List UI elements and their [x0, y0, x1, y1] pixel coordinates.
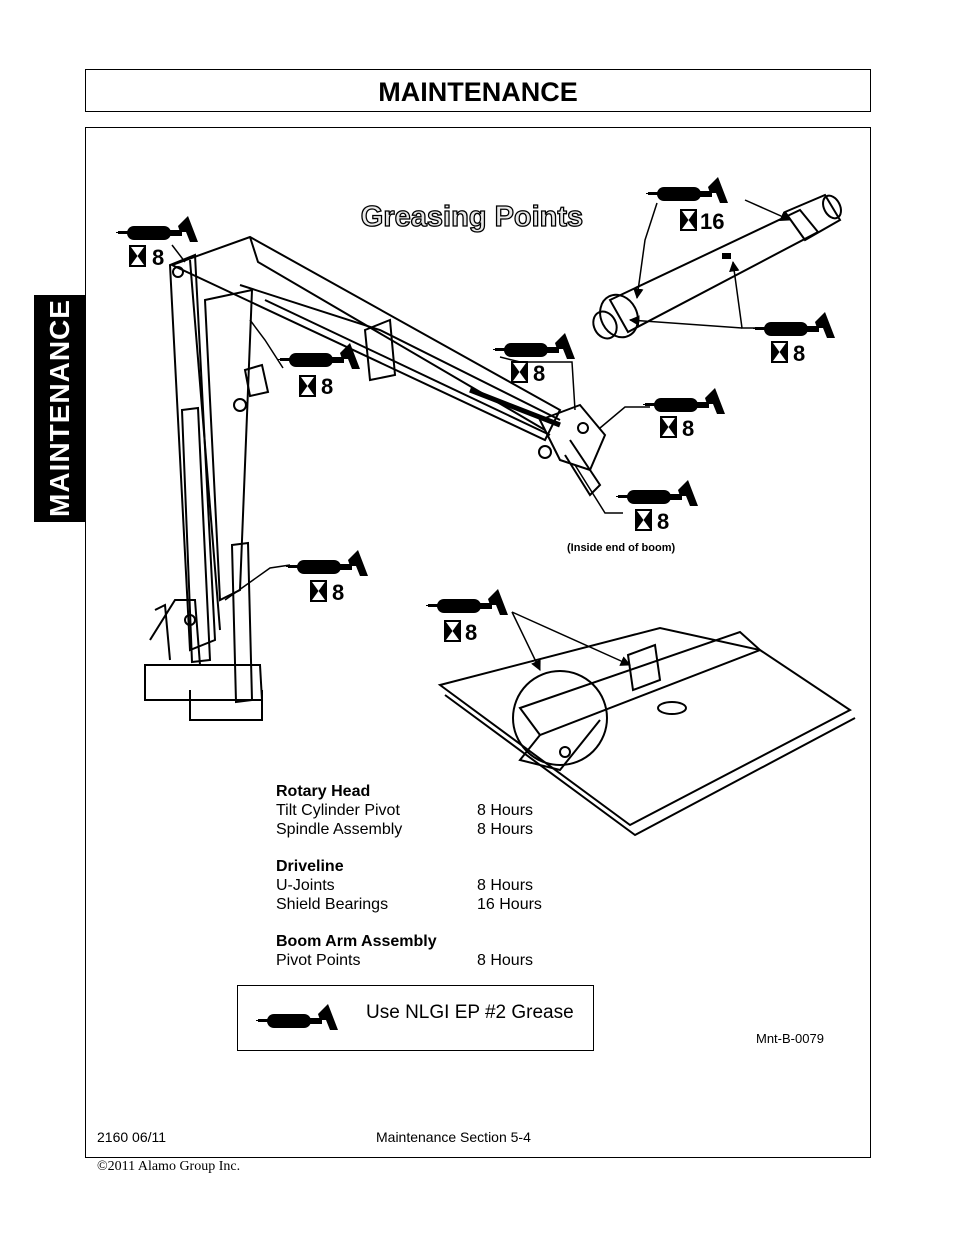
- page-title: MAINTENANCE: [378, 77, 578, 107]
- hourglass-icon: [310, 580, 327, 602]
- schedule-rotary-head-intervals: 8 Hours 8 Hours: [477, 801, 533, 839]
- schedule-item: Pivot Points: [276, 952, 361, 969]
- svg-text:8: 8: [321, 374, 333, 399]
- svg-text:8: 8: [332, 580, 344, 605]
- schedule-item: U-Joints: [276, 877, 335, 894]
- schedule-boom-arm: Boom Arm Assembly Pivot Points: [276, 932, 437, 970]
- grease-gun-icon: [493, 333, 575, 359]
- callout-inside-boom: 8: [616, 480, 698, 534]
- schedule-interval: 8 Hours: [477, 821, 534, 838]
- schedule-heading: Driveline: [276, 858, 344, 875]
- hourglass-icon: [444, 620, 461, 642]
- footer-section: Maintenance Section 5-4: [376, 1129, 531, 1145]
- hourglass-icon: [680, 209, 697, 231]
- schedule-rotary-head: Rotary Head Tilt Cylinder Pivot Spindle …: [276, 782, 402, 839]
- schedule-heading: Rotary Head: [276, 783, 371, 800]
- svg-text:16: 16: [700, 209, 724, 234]
- hourglass-icon: [660, 416, 677, 438]
- grease-gun-icon: [286, 550, 368, 576]
- callout-driveline-shield: 16: [646, 177, 728, 234]
- footer-model-date: 2160 06/11: [97, 1129, 167, 1145]
- schedule-interval: 8 Hours: [477, 952, 534, 969]
- callout-head-pivot: 8: [643, 388, 725, 441]
- grease-gun-icon: [643, 388, 725, 414]
- driveline-drawing: [592, 193, 842, 340]
- schedule-interval: 8 Hours: [477, 802, 534, 819]
- copyright: ©2011 Alamo Group Inc.: [97, 1159, 241, 1174]
- schedule-item: Tilt Cylinder Pivot: [276, 802, 400, 819]
- grease-gun-icon: [278, 343, 360, 369]
- grease-legend: Use NLGI EP #2 Grease: [237, 985, 594, 1051]
- figure-box: [85, 127, 871, 1158]
- schedule-item: Spindle Assembly: [276, 821, 403, 838]
- hourglass-icon: [635, 509, 652, 531]
- diagram-title: Greasing Points: [361, 201, 583, 233]
- hourglass-icon: [299, 375, 316, 397]
- callout-mast-top: 8: [116, 216, 198, 270]
- grease-gun-icon: [616, 480, 698, 506]
- callout-driveline-ujoint: 8: [753, 312, 835, 366]
- callout-boom-end: 8: [493, 333, 575, 386]
- figure-code: Mnt-B-0079: [756, 1031, 824, 1046]
- header-box: MAINTENANCE: [85, 69, 871, 112]
- rotary-head-drawing: [437, 626, 856, 837]
- section-side-tab: MAINTENANCE: [34, 295, 86, 522]
- hourglass-icon: [771, 341, 788, 363]
- inside-boom-note: (Inside end of boom): [567, 542, 675, 554]
- callout-lift-cylinder: 8: [286, 550, 368, 605]
- svg-text:8: 8: [533, 361, 545, 386]
- grease-gun-icon: [753, 312, 835, 338]
- grease-gun-icon: [646, 177, 728, 203]
- grease-gun-icon: [256, 1004, 338, 1030]
- callout-rotary-head: 8: [426, 589, 508, 645]
- schedule-driveline-intervals: 8 Hours 16 Hours: [477, 876, 542, 914]
- svg-text:8: 8: [682, 416, 694, 441]
- schedule-boom-arm-intervals: 8 Hours: [477, 951, 533, 970]
- leader-lines: [171, 199, 791, 671]
- svg-text:8: 8: [793, 341, 805, 366]
- grease-gun-icon: [426, 589, 508, 615]
- svg-text:8: 8: [465, 620, 477, 645]
- schedule-item: Shield Bearings: [276, 896, 389, 913]
- schedule-heading: Boom Arm Assembly: [276, 933, 437, 950]
- hourglass-icon: [129, 245, 146, 267]
- grease-gun-icon: [116, 216, 198, 242]
- schedule-interval: 16 Hours: [477, 896, 542, 913]
- boom-assembly-drawing: [144, 235, 607, 721]
- svg-text:8: 8: [152, 245, 164, 270]
- schedule-interval: 8 Hours: [477, 877, 534, 894]
- hourglass-icon: [511, 361, 528, 383]
- callout-boom-link: 8: [278, 343, 360, 399]
- legend-text: Use NLGI EP #2 Grease: [366, 1002, 574, 1023]
- svg-text:8: 8: [657, 509, 669, 534]
- schedule-driveline: Driveline U-Joints Shield Bearings: [276, 857, 388, 914]
